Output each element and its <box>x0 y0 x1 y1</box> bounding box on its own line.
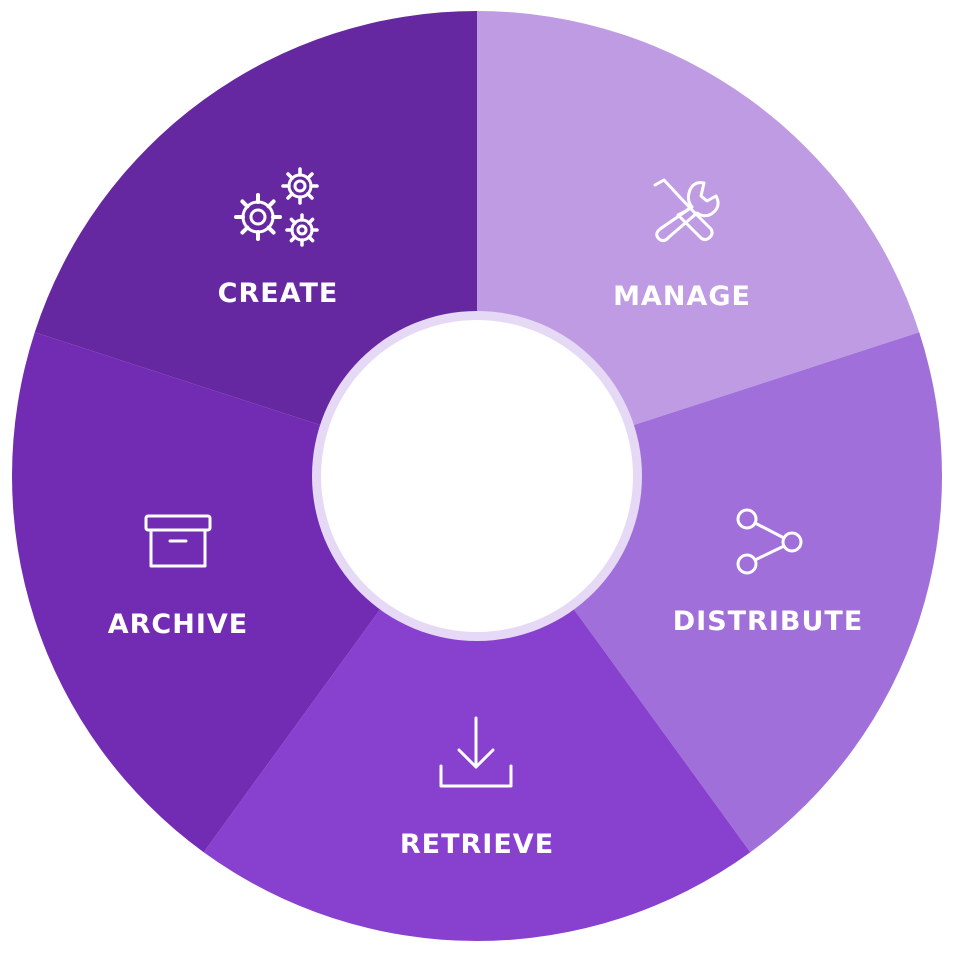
segment-distribute <box>571 332 942 853</box>
segment-create <box>34 11 477 427</box>
retrieve-label: RETRIEVE <box>400 829 554 860</box>
distribute-label: DISTRIBUTE <box>673 606 864 637</box>
download-icon <box>439 716 513 788</box>
segment-archive <box>11 332 383 853</box>
segment-retrieve <box>203 605 751 941</box>
gears-icon <box>234 167 319 247</box>
create-label: CREATE <box>218 278 339 309</box>
archive-box-icon <box>144 514 212 568</box>
wrench-screwdriver-icon <box>653 178 720 243</box>
center-circle <box>321 320 633 632</box>
archive-label: ARCHIVE <box>108 609 248 640</box>
segment-manage <box>477 11 920 427</box>
share-icon <box>736 508 803 575</box>
manage-label: MANAGE <box>613 281 751 312</box>
